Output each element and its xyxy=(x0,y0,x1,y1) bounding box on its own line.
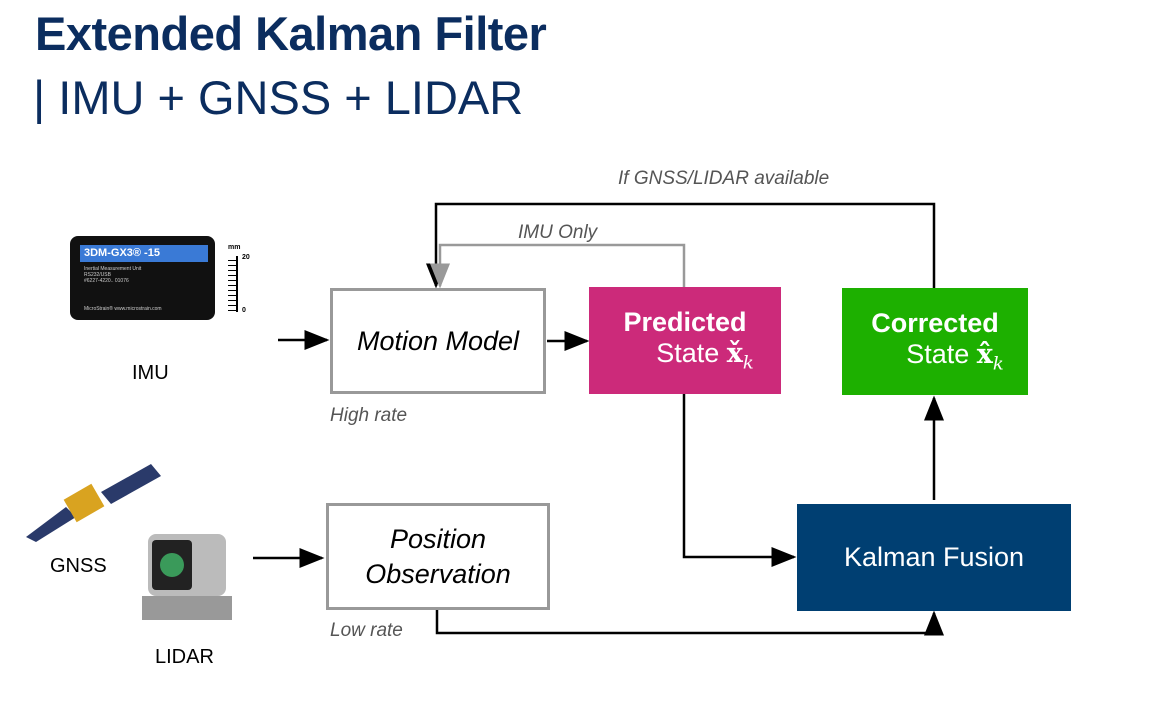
kalman-fusion-label: Kalman Fusion xyxy=(843,542,1025,572)
predicted-state-label: State x̌k xyxy=(656,338,754,374)
predicted-state-box: Predicted State x̌k xyxy=(589,287,781,394)
lidar-label: LIDAR xyxy=(155,646,214,668)
corrected-state-label: State x̂k xyxy=(906,339,1004,375)
gnss-lidar-feedback-arrow xyxy=(426,202,936,289)
predicted-title: Predicted xyxy=(623,307,747,338)
corrected-title: Corrected xyxy=(871,308,999,339)
predicted-to-fusion-arrow xyxy=(682,393,797,567)
high-rate-label: High rate xyxy=(330,405,408,426)
motion-model-label: Motion Model xyxy=(356,325,520,356)
corrected-state-box: Corrected State x̂k xyxy=(842,288,1028,395)
kalman-fusion-box: Kalman Fusion xyxy=(797,504,1071,611)
low-rate-label: Low rate xyxy=(330,620,403,641)
gnss-label: GNSS xyxy=(50,555,107,577)
imu-label: IMU xyxy=(132,362,169,384)
motion-model-box: Motion Model xyxy=(330,288,546,394)
gnss-satellite-image xyxy=(26,464,161,542)
gnss-lidar-available-label: If GNSS/LIDAR available xyxy=(618,168,830,189)
slide-subtitle: | IMU + GNSS + LIDAR xyxy=(33,71,524,124)
slide-title: Extended Kalman Filter xyxy=(35,7,547,60)
position-observation-line2: Observation xyxy=(365,558,511,589)
position-observation-box: Position Observation xyxy=(326,503,550,610)
imu-only-feedback-arrow xyxy=(430,243,686,289)
position-observation-line1: Position xyxy=(389,523,487,554)
imu-scale: mm 20 0 xyxy=(228,244,250,314)
lidar-sensor-image xyxy=(142,534,232,620)
observation-to-fusion-arrow xyxy=(435,609,944,636)
imu-only-label: IMU Only xyxy=(518,222,598,243)
